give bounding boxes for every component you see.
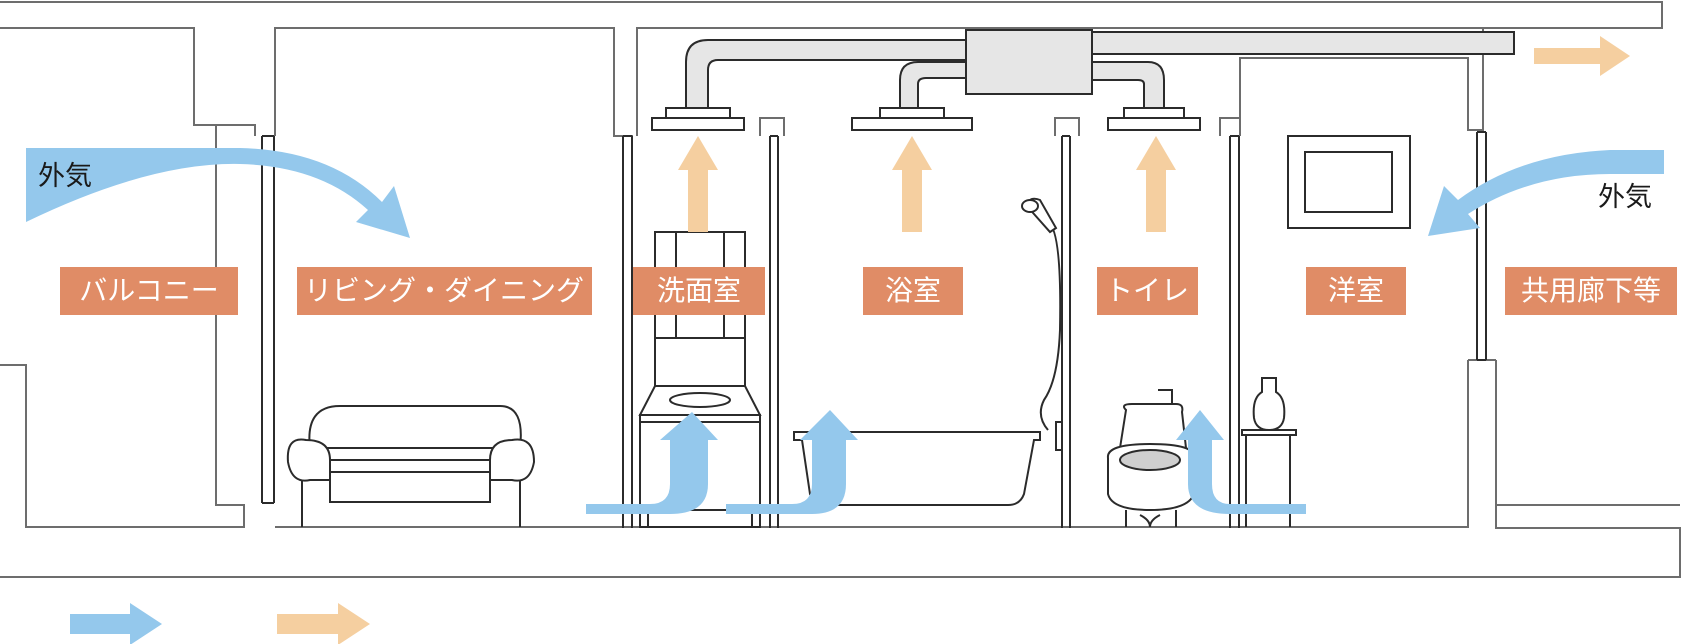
partition-bath <box>769 135 779 528</box>
corridor-sash <box>1476 131 1487 361</box>
supply-arrow-bathroom <box>726 410 858 514</box>
room-label-text: リビング・ダイニング <box>304 274 584 307</box>
partition-wash <box>622 135 633 528</box>
room-label-bedroom: 洋室 <box>1306 267 1406 315</box>
washbasin-icon <box>638 231 762 528</box>
exhaust-arrow-washroom <box>678 136 718 232</box>
room-label-balcony: バルコニー <box>60 267 238 315</box>
ventilation-fan-icon <box>965 29 1093 95</box>
room-label-bathroom: 浴室 <box>863 267 963 315</box>
room-label-text: トイレ <box>1105 274 1189 307</box>
exhaust-grille-washroom <box>651 107 745 131</box>
corridor-post <box>1467 359 1497 528</box>
ceiling-living <box>274 27 633 137</box>
exhaust-arrows <box>678 36 1630 232</box>
legend <box>70 603 370 644</box>
building-structure <box>0 1 1681 578</box>
exhaust-grille-toilet <box>1107 107 1201 131</box>
ceiling-bath <box>636 27 1518 136</box>
exhaust-arrow-bathroom <box>892 136 932 232</box>
floor-slab <box>0 504 1681 578</box>
ceiling-drop-1 <box>759 117 785 136</box>
room-label-living-dining: リビング・ダイニング <box>297 267 592 315</box>
partition-bedroom <box>1229 135 1240 528</box>
supply-arrow-washroom <box>586 412 718 514</box>
sofa-icon <box>286 405 536 527</box>
room-label-text: バルコニー <box>79 274 218 307</box>
room-label-text: 浴室 <box>885 274 941 307</box>
toilet-icon <box>1106 389 1196 528</box>
orange-arrow-icon <box>277 603 370 644</box>
room-label-toilet: トイレ <box>1097 267 1198 315</box>
balcony-sash <box>261 135 275 504</box>
vase-icon <box>1241 377 1297 527</box>
outside-air-label-left: 外気 <box>38 161 92 192</box>
ceiling-drop-3 <box>1219 117 1241 136</box>
ceiling-left <box>0 27 256 136</box>
duct-toilet <box>1091 61 1165 111</box>
duct-bathroom <box>899 61 967 111</box>
ceiling-drop-2 <box>1054 117 1080 136</box>
supply-arrow-outside-left <box>26 148 410 238</box>
exhaust-grille-bathroom <box>851 107 973 131</box>
supply-arrow-toilet <box>1176 410 1306 514</box>
duct-outlet <box>1091 31 1515 55</box>
room-label-text: 洗面室 <box>657 274 741 307</box>
balcony-parapet <box>0 125 245 528</box>
roof-slab <box>0 1 1663 135</box>
outside-air-label-right: 外気 <box>1598 182 1652 213</box>
exhaust-arrow-toilet <box>1136 136 1176 232</box>
room-label-text: 共用廊下等 <box>1521 274 1661 307</box>
partition-toilet <box>1061 135 1071 528</box>
room-label-washroom: 洗面室 <box>633 267 765 315</box>
duct-system <box>651 29 1515 131</box>
shower-icon <box>1021 197 1063 451</box>
exhaust-arrow-outlet <box>1534 36 1630 76</box>
supply-arrow-outside-right <box>1428 150 1664 236</box>
supply-arrows <box>26 148 1664 514</box>
partition-walls <box>261 131 1487 528</box>
blue-arrow-icon <box>70 603 162 644</box>
window-icon <box>1287 135 1411 229</box>
room-label-text: 洋室 <box>1328 274 1384 307</box>
room-label-corridor: 共用廊下等 <box>1505 267 1677 315</box>
